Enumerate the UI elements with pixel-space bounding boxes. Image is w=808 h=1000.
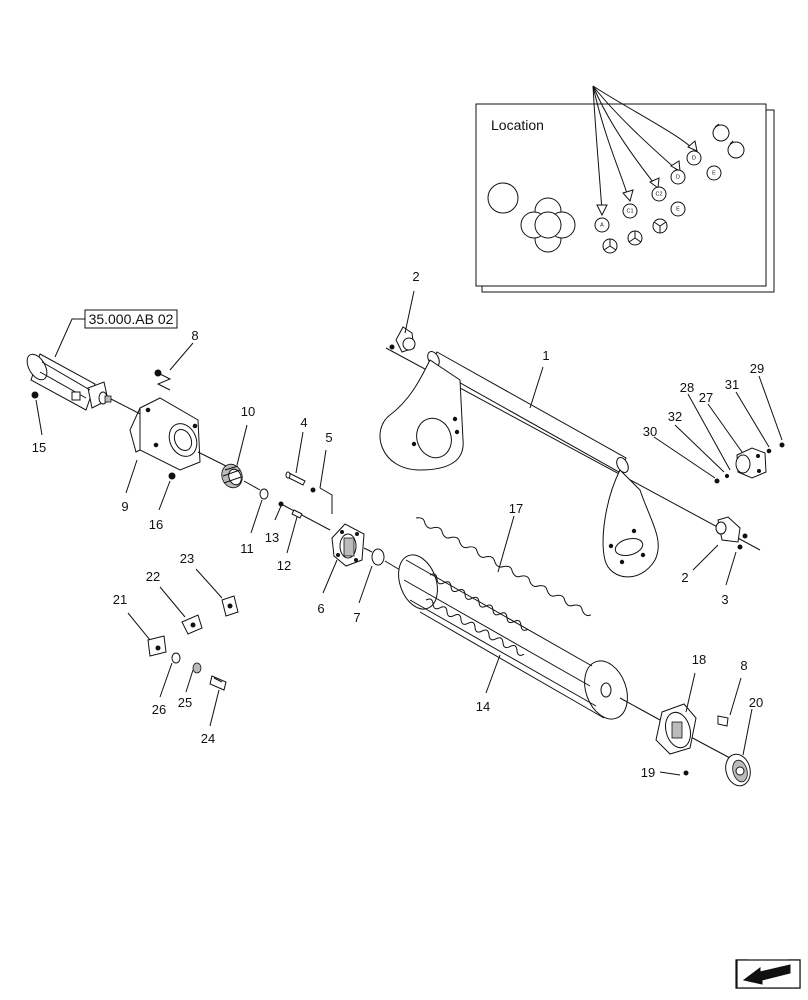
callout-5: 5 [325,430,332,445]
rotor-cage [398,554,628,720]
callout-19: 19 [641,765,655,780]
callout-25: 25 [178,695,192,710]
location-marker-e2: E [670,201,686,217]
callout-12: 12 [277,558,291,573]
location-marker-a: A [594,217,610,233]
end-bearing [725,753,751,787]
location-marker-c1: C1 [622,203,638,219]
end-flange-assembly [714,442,785,484]
callout-10: 10 [241,404,255,419]
callout-32: 32 [668,409,682,424]
svg-text:D: D [692,155,696,161]
callout-23: 23 [180,551,194,566]
callout-6: 6 [317,601,324,616]
main-shaft [379,347,761,578]
seal-ring [371,548,385,566]
location-title: Location [491,117,544,133]
callout-16: 16 [149,517,163,532]
location-marker-d1: D [670,169,686,185]
coupling [221,463,243,489]
leader-lines [35,290,783,776]
location-arrows [592,85,698,217]
shaft-bearing-right [715,516,748,550]
svg-text:E: E [712,170,716,176]
callout-11: 11 [240,541,254,556]
location-marker-e1: E [706,165,722,181]
callout-18: 18 [692,652,706,667]
bolts-4-5 [285,471,333,519]
location-marker-c2: C2 [651,186,667,202]
callout-2-bottom: 2 [681,570,688,585]
callout-14: 14 [476,699,490,714]
callout-4: 4 [300,415,307,430]
reference-box[interactable]: 35.000.AB 02 [54,309,178,358]
svg-text:D: D [676,174,680,180]
bearing-flange [331,523,365,567]
callout-8-right: 8 [740,658,747,673]
callout-20: 20 [749,695,763,710]
callout-29: 29 [750,361,764,376]
callout-8-top: 8 [191,328,198,343]
callout-22: 22 [146,569,160,584]
callout-numbers: 1 2 2 3 4 5 6 7 8 8 9 10 11 12 13 14 15 … [32,269,764,780]
callout-26: 26 [152,702,166,717]
svg-text:E: E [676,206,680,212]
small-parts [147,595,239,691]
callout-28: 28 [680,380,694,395]
svg-text:A: A [600,222,604,228]
callout-15: 15 [32,440,46,455]
callout-7: 7 [353,610,360,625]
callout-1: 1 [542,348,549,363]
gearbox-housing [129,369,201,480]
svg-text:C2: C2 [655,191,662,197]
callout-21: 21 [113,592,127,607]
reference-label: 35.000.AB 02 [89,311,174,327]
callout-17: 17 [509,501,523,516]
callout-2-top: 2 [412,269,419,284]
location-inset: Location A [475,85,775,293]
end-hub [655,703,729,776]
location-rotor-shape [520,197,576,253]
callout-27: 27 [699,390,713,405]
shaft-bearing-left [389,326,416,353]
wave-bar [415,517,592,617]
callout-30: 30 [643,424,657,439]
callout-24: 24 [201,731,215,746]
callout-3: 3 [721,592,728,607]
callout-31: 31 [725,377,739,392]
arrow-back-icon[interactable] [735,959,801,989]
drive-motor [26,353,112,411]
svg-text:C1: C1 [626,208,633,214]
callout-13: 13 [265,530,279,545]
location-marker-d2: D [686,150,702,166]
callout-9: 9 [121,499,128,514]
